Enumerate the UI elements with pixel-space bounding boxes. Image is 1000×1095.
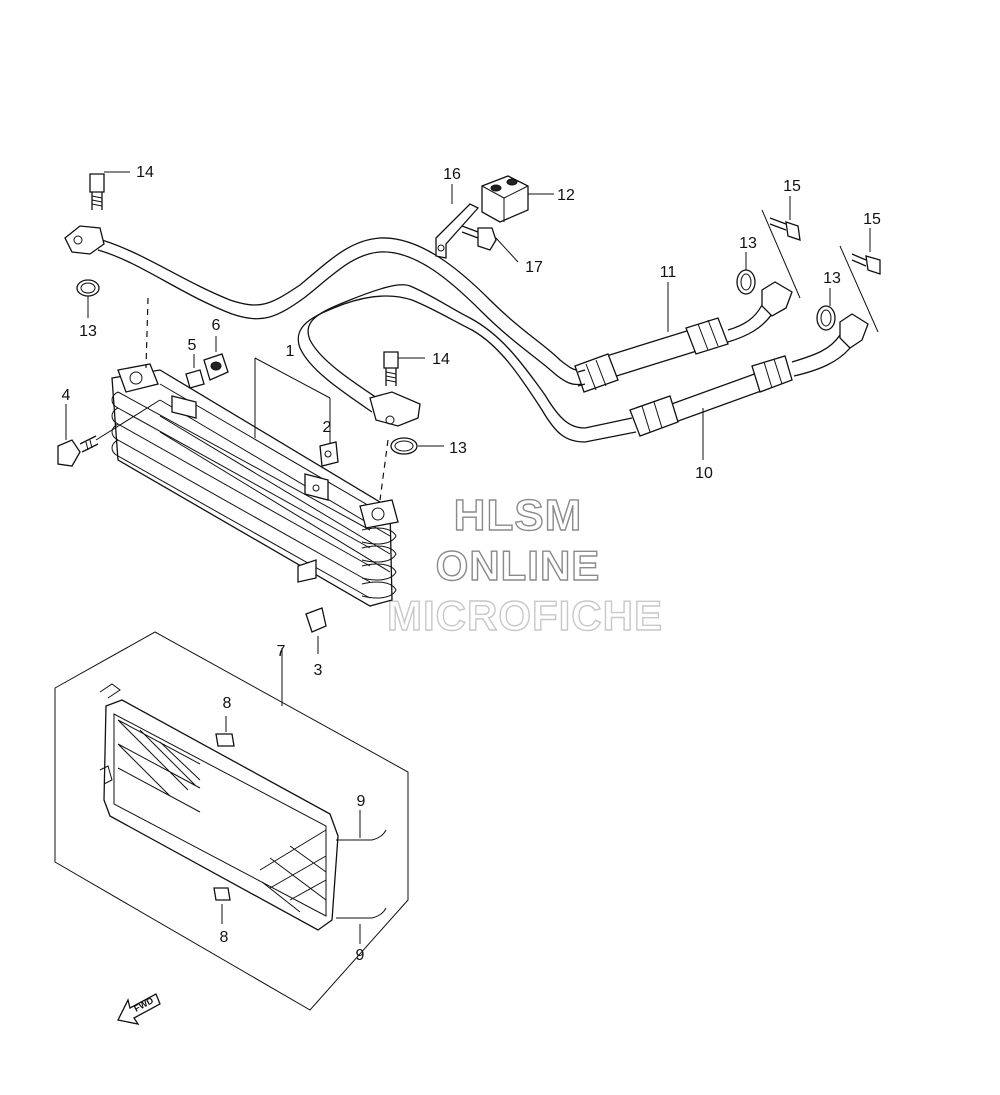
bolt-15-left	[761, 196, 801, 299]
watermark-line3: MICROFICHE	[387, 592, 663, 639]
callout-2: 2	[323, 419, 332, 436]
bolt-14-right	[383, 351, 425, 386]
clip-8-bottom	[213, 887, 231, 901]
clip-8-top	[215, 733, 235, 747]
callout-15-left: 15	[783, 178, 801, 195]
callout-16: 16	[443, 166, 461, 183]
bolt-17	[461, 225, 519, 263]
callout-7: 7	[277, 643, 286, 660]
callout-11: 11	[660, 264, 677, 281]
o-ring-13-left	[76, 279, 100, 297]
callout-17: 17	[525, 259, 543, 276]
watermark-line1: HLSM	[454, 491, 583, 540]
callout-8-top: 8	[223, 695, 232, 712]
callout-13-hose11: 13	[739, 235, 757, 252]
bracket-16	[435, 184, 480, 259]
upper-oil-pipe	[64, 225, 586, 386]
oil-cooler	[111, 363, 399, 607]
callout-13-center: 13	[449, 440, 467, 457]
callout-5: 5	[188, 337, 197, 354]
damper-12	[481, 175, 554, 223]
callout-labels: 1 2 3 4 5 6 7 8 8 9 9 10 11 12 13 13 13 …	[62, 164, 881, 964]
callout-12: 12	[557, 187, 575, 204]
oil-hose-11	[574, 281, 793, 393]
spacer-5	[185, 354, 205, 389]
alignment-line-left	[145, 297, 149, 369]
callout-1: 1	[286, 343, 295, 360]
callout-13-hose10: 13	[823, 270, 841, 287]
lower-oil-pipe	[297, 284, 586, 443]
alignment-line-right	[379, 439, 389, 501]
callout-15-right: 15	[863, 211, 881, 228]
fwd-arrow-icon: FWD	[117, 993, 161, 1025]
callout-14-left: 14	[136, 164, 154, 181]
grommet-6	[203, 336, 229, 381]
callout-10: 10	[695, 465, 713, 482]
callout-6: 6	[212, 317, 221, 334]
cooler-guard	[54, 631, 409, 1011]
callout-3: 3	[314, 662, 323, 679]
o-ring-13-hose10	[816, 305, 836, 331]
callout-4: 4	[62, 387, 71, 404]
callout-8-bottom: 8	[220, 929, 229, 946]
clip-2	[319, 441, 339, 467]
callout-9-top: 9	[357, 793, 366, 810]
callout-9-bottom: 9	[356, 947, 365, 964]
oil-hose-10	[577, 313, 869, 443]
callout-13-left: 13	[79, 323, 97, 340]
bolt-4	[57, 399, 161, 467]
callout-14-right: 14	[432, 351, 450, 368]
watermark-line2: ONLINE	[436, 542, 601, 589]
bolt-15-right	[839, 228, 881, 333]
watermark: HLSM ONLINE MICROFICHE	[386, 490, 663, 639]
clip-3	[305, 607, 327, 654]
bolt-14-left	[89, 171, 130, 210]
